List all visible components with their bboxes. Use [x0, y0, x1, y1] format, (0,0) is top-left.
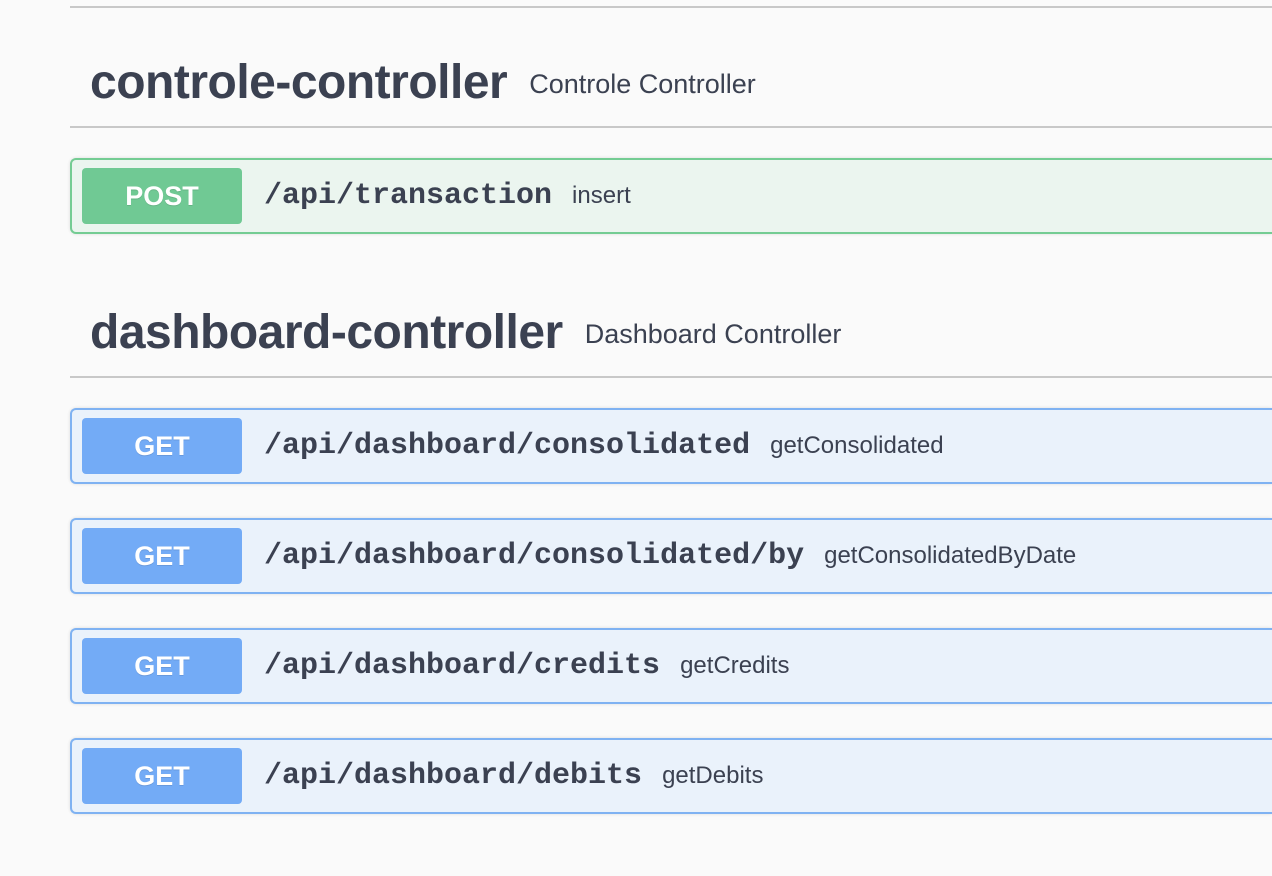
opblock-get-consolidated-by[interactable]: GET /api/dashboard/consolidated/by getCo… [70, 518, 1272, 594]
operation-path: /api/dashboard/consolidated/by [264, 539, 805, 573]
tag-section-controle-controller: controle-controller Controle Controller [70, 38, 1272, 128]
operation-path: /api/dashboard/debits [264, 759, 643, 793]
operation-path: /api/dashboard/credits [264, 649, 661, 683]
method-badge-get: GET [82, 748, 242, 804]
tag-description: Dashboard Controller [584, 318, 842, 349]
tag-section-dashboard-controller: dashboard-controller Dashboard Controlle… [70, 288, 1272, 378]
method-badge-get: GET [82, 528, 242, 584]
tag-name: dashboard-controller [90, 305, 563, 359]
opblock-wrapper: POST /api/transaction insert [70, 158, 1272, 234]
opblock-get-consolidated[interactable]: GET /api/dashboard/consolidated getConso… [70, 408, 1272, 484]
tag-header-dashboard-controller[interactable]: dashboard-controller Dashboard Controlle… [70, 288, 1272, 378]
method-badge-get: GET [82, 418, 242, 474]
tag-header-controle-controller[interactable]: controle-controller Controle Controller [70, 38, 1272, 128]
operation-summary: insert [572, 182, 631, 209]
tag-name: controle-controller [90, 55, 508, 109]
opblock-wrapper: GET /api/dashboard/debits getDebits [70, 738, 1272, 814]
opblock-post-transaction[interactable]: POST /api/transaction insert [70, 158, 1272, 234]
opblock-wrapper: GET /api/dashboard/credits getCredits [70, 628, 1272, 704]
operation-summary: getConsolidatedByDate [824, 542, 1077, 569]
top-divider [70, 6, 1272, 8]
opblock-get-credits[interactable]: GET /api/dashboard/credits getCredits [70, 628, 1272, 704]
operation-summary: getDebits [662, 762, 764, 789]
operation-path: /api/transaction [264, 179, 553, 213]
method-badge-get: GET [82, 638, 242, 694]
method-badge-post: POST [82, 168, 242, 224]
opblock-wrapper: GET /api/dashboard/consolidated getConso… [70, 408, 1272, 484]
operation-path: /api/dashboard/consolidated [264, 429, 751, 463]
operation-summary: getCredits [680, 652, 790, 679]
opblock-get-debits[interactable]: GET /api/dashboard/debits getDebits [70, 738, 1272, 814]
operation-summary: getConsolidated [770, 432, 944, 459]
tag-description: Controle Controller [529, 68, 756, 99]
opblock-wrapper: GET /api/dashboard/consolidated/by getCo… [70, 518, 1272, 594]
